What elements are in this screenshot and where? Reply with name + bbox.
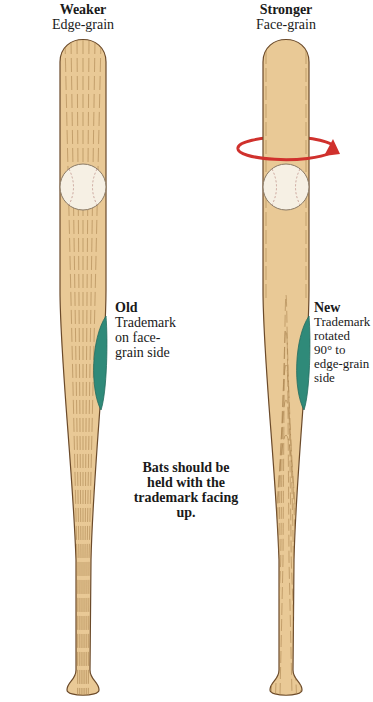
arrow-head xyxy=(324,139,340,156)
rotation-arrow-front xyxy=(238,148,330,160)
callout-title: Old xyxy=(115,300,179,315)
trademark-mark xyxy=(94,316,107,410)
bat-body xyxy=(263,40,309,696)
callout-text: Trademark on face-grain side xyxy=(115,315,179,360)
callout-text: Trademark rotated 90° to edge-grain side xyxy=(314,315,371,385)
bat-body xyxy=(60,40,106,696)
baseball xyxy=(60,164,106,210)
baseball xyxy=(263,164,309,210)
heading: Weaker xyxy=(33,2,133,17)
heading: Stronger xyxy=(226,2,346,17)
trademark-mark xyxy=(297,316,310,410)
note: Bats should be held with the trademark f… xyxy=(131,460,241,520)
face-grain-lines xyxy=(262,50,310,695)
subheading: Edge-grain xyxy=(23,17,143,32)
subheading: Face-grain xyxy=(226,17,346,32)
callout-title: New xyxy=(314,300,371,315)
